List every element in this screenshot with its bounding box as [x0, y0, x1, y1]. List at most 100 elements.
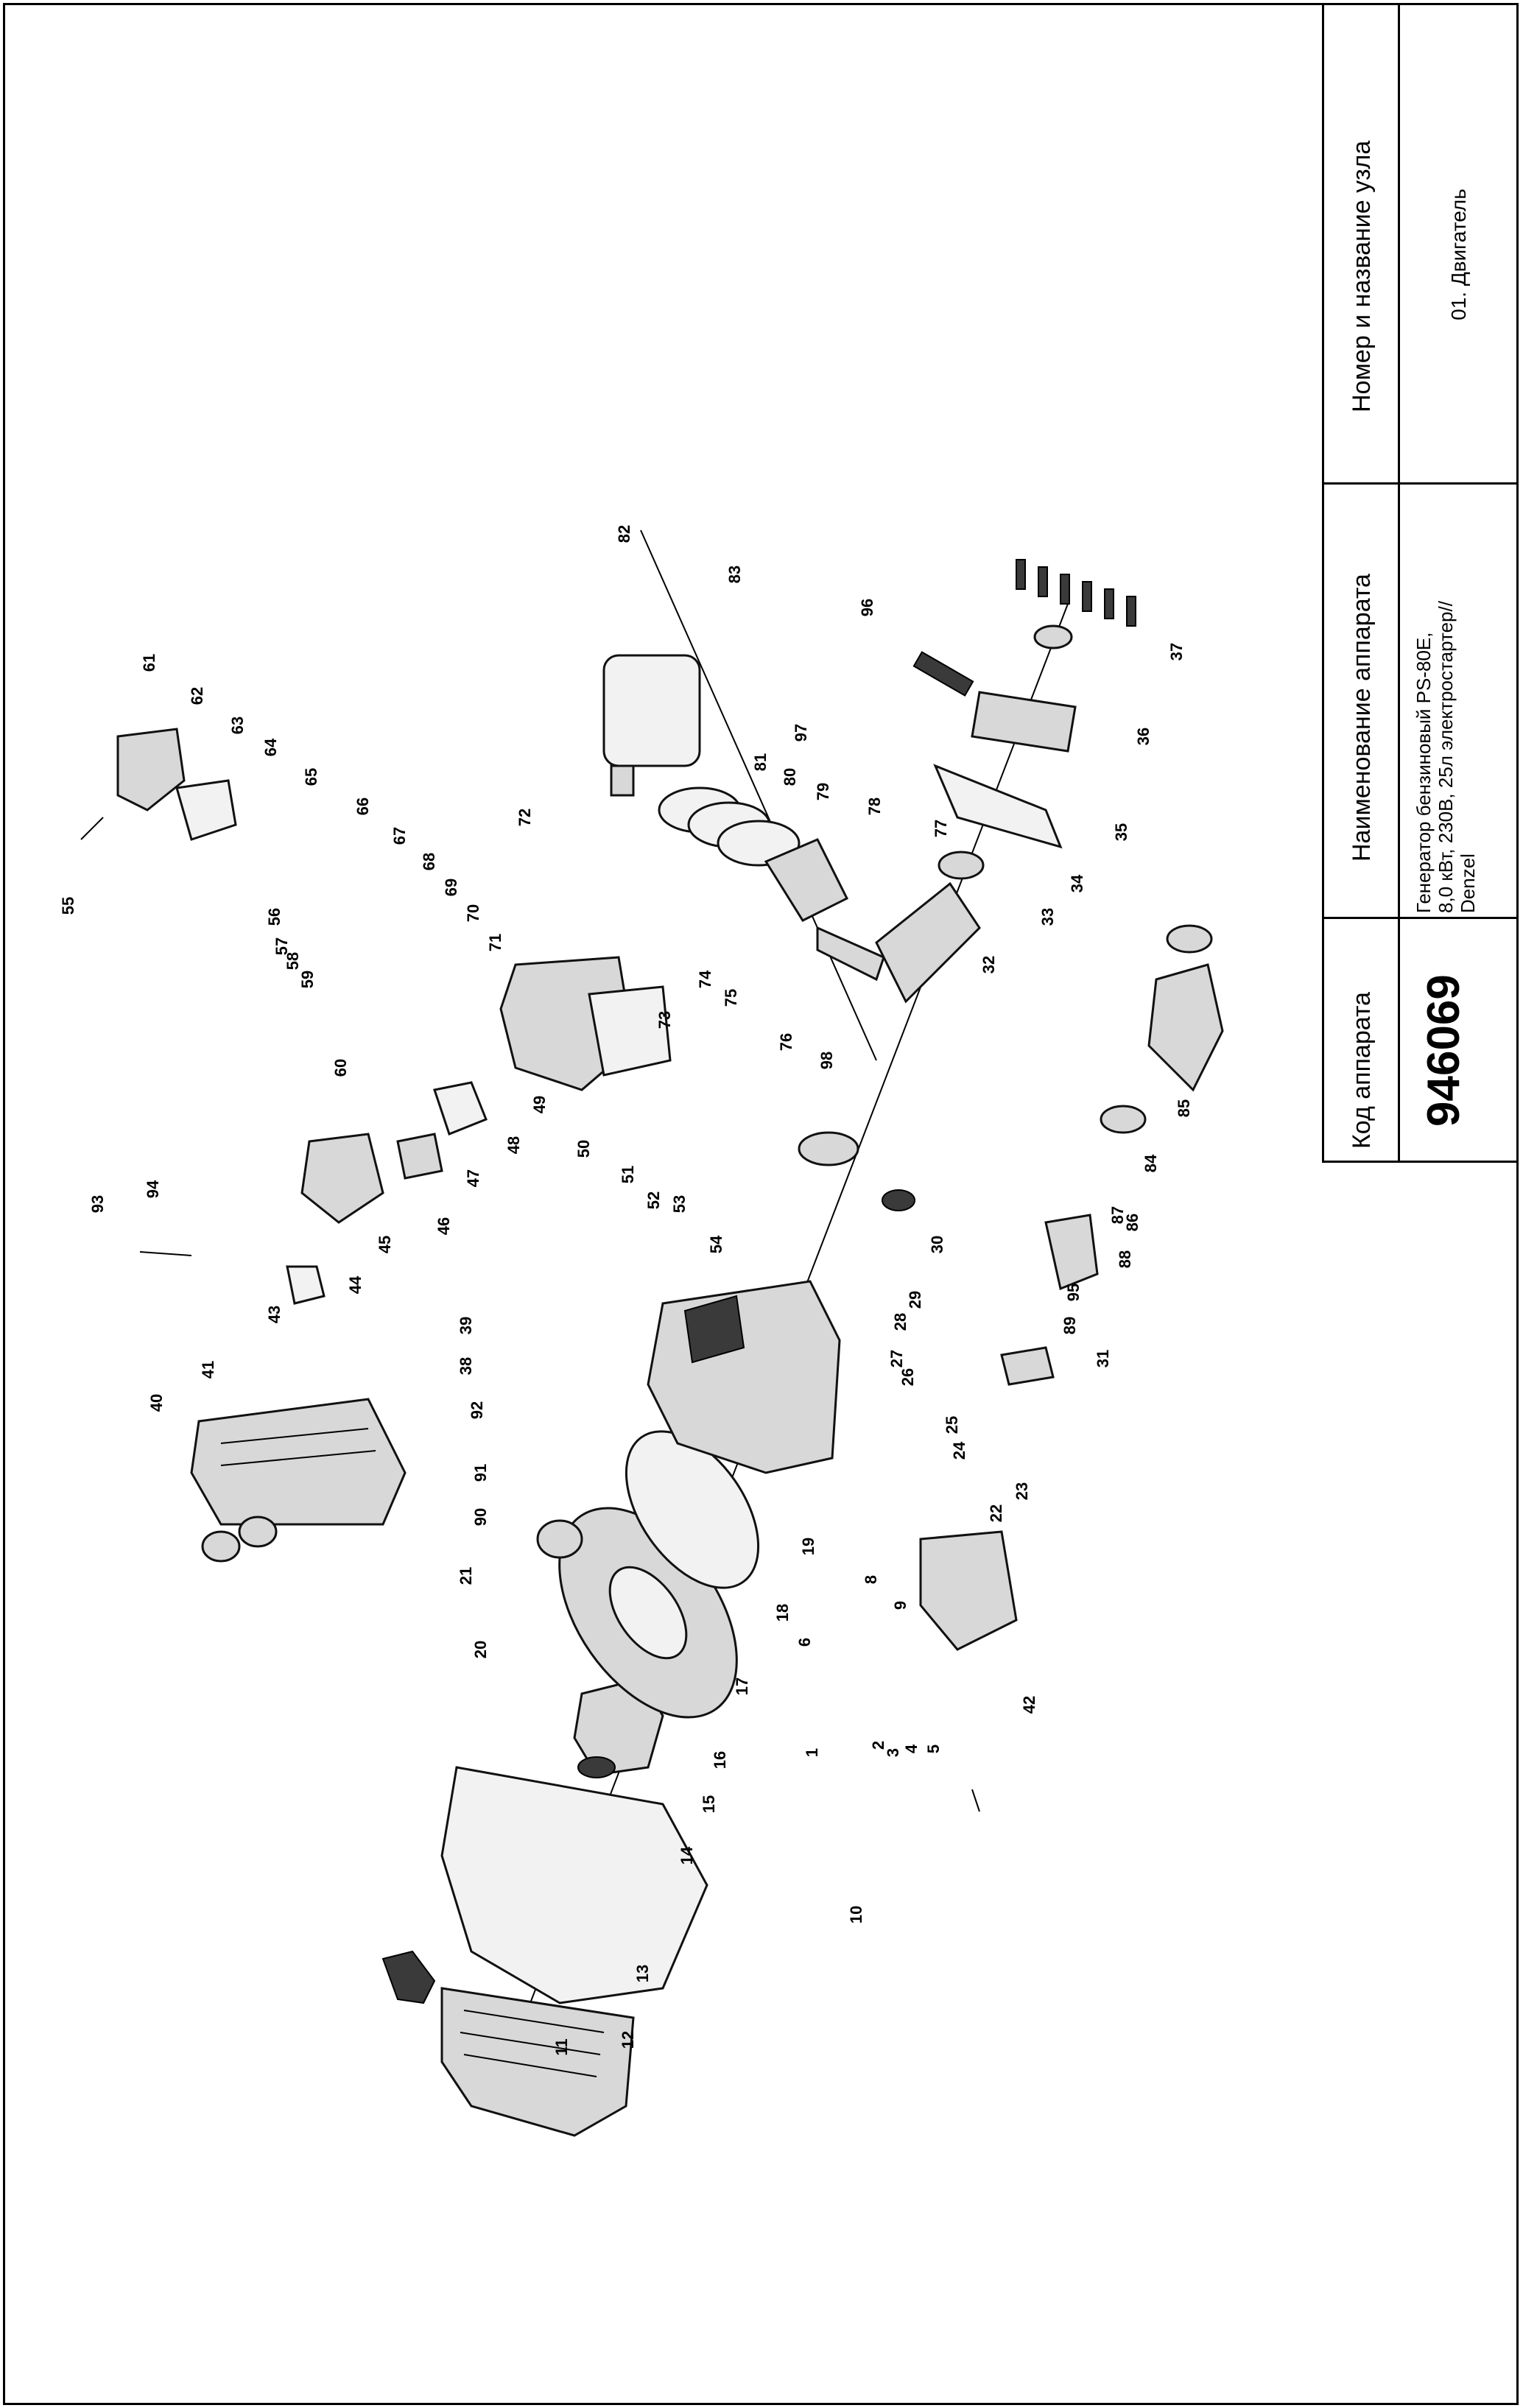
callout-96: 96 [858, 599, 876, 616]
callout-34: 34 [1068, 874, 1086, 893]
callout-29: 29 [906, 1291, 924, 1309]
callout-85: 85 [1175, 1099, 1193, 1117]
callout-23: 23 [1013, 1482, 1031, 1500]
code-value: 946069 [1418, 974, 1469, 1127]
callout-93: 93 [88, 1195, 107, 1213]
callout-81: 81 [751, 753, 770, 771]
callout-84: 84 [1142, 1154, 1160, 1172]
callout-75: 75 [722, 989, 740, 1007]
piston-axis [640, 529, 877, 1061]
callout-3: 3 [884, 1748, 902, 1757]
callout-45: 45 [376, 1236, 394, 1253]
callout-37: 37 [1167, 643, 1186, 661]
callout-88: 88 [1116, 1250, 1134, 1268]
callout-70: 70 [464, 904, 482, 922]
callout-31: 31 [1094, 1350, 1112, 1367]
rotor-21 [536, 1519, 583, 1559]
head-gasket [588, 985, 672, 1077]
carb-gasket-43 [286, 1265, 326, 1305]
nut-3 [201, 1530, 241, 1563]
recoil-starter-cover [381, 1950, 635, 2137]
callout-38: 38 [457, 1357, 475, 1375]
callout-89: 89 [1061, 1317, 1079, 1334]
bearing-33 [938, 851, 985, 880]
starter-motor [1044, 1214, 1099, 1291]
side-cover-36 [971, 691, 1077, 753]
callout-5: 5 [924, 1745, 943, 1753]
callout-2: 2 [869, 1741, 887, 1750]
piston [764, 838, 849, 922]
muffler-pipe [610, 764, 635, 797]
callout-87: 87 [1108, 1206, 1127, 1224]
callout-72: 72 [516, 809, 534, 826]
callout-92: 92 [468, 1401, 486, 1419]
washer-15 [577, 1756, 616, 1778]
callout-64: 64 [261, 738, 280, 756]
callout-40: 40 [147, 1394, 166, 1412]
muffler-guard [919, 1530, 1018, 1651]
callout-48: 48 [504, 1136, 523, 1154]
part-55 [80, 817, 104, 840]
fan-shroud [440, 1766, 708, 2004]
callout-68: 68 [420, 853, 438, 870]
callout-90: 90 [471, 1508, 490, 1526]
callout-20: 20 [471, 1641, 490, 1658]
callout-4: 4 [902, 1744, 921, 1753]
callout-33: 33 [1038, 908, 1057, 926]
callout-10: 10 [847, 1906, 865, 1923]
gear-30 [882, 1189, 915, 1211]
callout-15: 15 [700, 1795, 718, 1813]
bolt-set-37 [1016, 559, 1136, 627]
callout-35: 35 [1112, 823, 1130, 841]
callout-94: 94 [144, 1180, 162, 1198]
callout-55: 55 [59, 897, 77, 915]
title-block-bottom-border [1322, 1161, 1519, 1163]
drawing-sheet-frame [3, 3, 1519, 2405]
callout-21: 21 [457, 1567, 475, 1585]
pin-93 [139, 1251, 192, 1256]
callout-22: 22 [987, 1504, 1005, 1522]
carburetor [300, 1133, 384, 1224]
callout-83: 83 [725, 566, 744, 583]
valve-cover-gasket [175, 779, 237, 841]
callout-97: 97 [792, 724, 810, 742]
callout-65: 65 [302, 768, 320, 786]
callout-6: 6 [795, 1638, 814, 1647]
callout-1: 1 [803, 1748, 821, 1757]
unit-header: Номер и название узла [1348, 140, 1376, 412]
callout-11: 11 [552, 2038, 571, 2055]
title-block-row-line-1 [1322, 482, 1519, 485]
callout-95: 95 [1064, 1284, 1083, 1301]
callout-56: 56 [265, 908, 284, 926]
callout-59: 59 [298, 971, 317, 988]
callout-9: 9 [891, 1601, 910, 1610]
callout-79: 79 [814, 783, 832, 800]
title-block-divider [1398, 3, 1400, 1163]
intake-45-46 [396, 1133, 443, 1180]
oil-seal-19-top [1033, 624, 1073, 649]
magneto-ring [625, 1430, 760, 1589]
callout-49: 49 [530, 1096, 549, 1113]
callout-26: 26 [898, 1368, 917, 1386]
callout-27: 27 [887, 1350, 906, 1367]
bearing-84-bottom [1100, 1105, 1147, 1134]
callout-30: 30 [928, 1236, 946, 1253]
callout-54: 54 [707, 1235, 725, 1253]
callout-73: 73 [655, 1011, 674, 1029]
callout-50: 50 [574, 1140, 593, 1158]
title-block-left-border [1322, 3, 1324, 1163]
callout-18: 18 [773, 1604, 792, 1622]
callout-60: 60 [331, 1059, 350, 1077]
title-block-row-line-2 [1322, 917, 1519, 919]
air-filter-housing [190, 1398, 407, 1526]
callout-91: 91 [471, 1464, 490, 1482]
callout-32: 32 [979, 956, 998, 974]
callout-69: 69 [442, 879, 460, 896]
callout-41: 41 [199, 1361, 217, 1379]
callout-51: 51 [619, 1166, 637, 1183]
callout-36: 36 [1134, 728, 1153, 745]
callout-78: 78 [865, 798, 884, 815]
insulator-47 [433, 1081, 488, 1136]
